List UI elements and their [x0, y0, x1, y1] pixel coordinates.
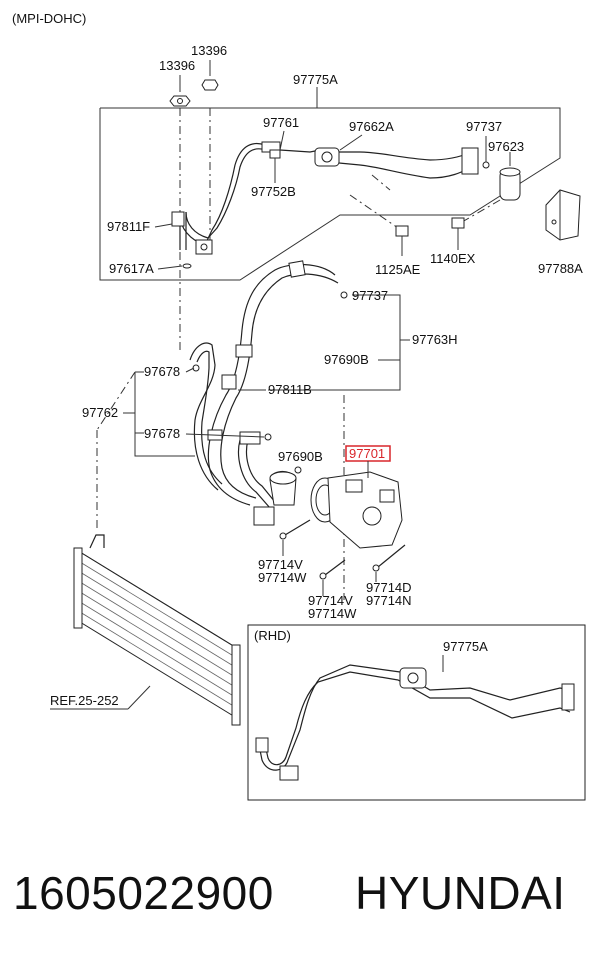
- label-97662A: 97662A: [349, 119, 394, 134]
- cover-97788A-icon: [545, 189, 581, 241]
- bolt-97714-icons: [279, 519, 406, 580]
- label-97714V-1: 97714V: [258, 557, 303, 572]
- label-13396-left: 13396: [159, 58, 195, 73]
- bolt-13396-left-icon: [169, 75, 191, 107]
- label-97714W-1: 97714W: [258, 570, 307, 585]
- part-number: 1605022900: [13, 867, 274, 919]
- oring-97737-mid-icon: [340, 291, 348, 299]
- label-97678-upper: 97678: [144, 364, 180, 379]
- top-pipe-assembly: [171, 141, 479, 269]
- label-97737-mid: 97737: [352, 288, 388, 303]
- bolt-1125AE-icon: [349, 194, 409, 256]
- oring-97737-icon: [482, 161, 490, 169]
- receiver-drier-icon: [499, 152, 521, 201]
- label-97617A: 97617A: [109, 261, 154, 276]
- footer: 1605022900 HYUNDAI: [0, 866, 600, 946]
- label-ref-25-252: REF.25-252: [50, 693, 119, 708]
- label-1125AE: 1125AE: [375, 262, 421, 277]
- bolt-13396-right-icon: [201, 60, 219, 91]
- label-97763H: 97763H: [412, 332, 458, 347]
- label-97690B-upper: 97690B: [324, 352, 369, 367]
- label-97811F: 97811F: [107, 219, 150, 234]
- top-assembly-box: [99, 87, 561, 281]
- label-1140EX: 1140EX: [430, 251, 476, 266]
- diagram-title: (MPI-DOHC): [12, 11, 86, 26]
- condenser-icon: [73, 534, 241, 726]
- label-97678-lower: 97678: [144, 426, 180, 441]
- label-97701: 97701: [349, 446, 385, 461]
- label-97752B: 97752B: [251, 184, 296, 199]
- bolt-1140EX-icon: [451, 199, 501, 250]
- label-97737-top: 97737: [466, 119, 502, 134]
- oring-97690B-icon: [294, 466, 302, 474]
- label-97811B: 97811B: [268, 382, 312, 397]
- compressor-97701-icon: [310, 471, 403, 549]
- label-97714W-2: 97714W: [308, 606, 357, 621]
- label-97775A: 97775A: [293, 72, 338, 87]
- rhd-variant-box: [247, 624, 586, 801]
- label-97775A-rhd: 97775A: [443, 639, 488, 654]
- suction-hose-assembly: [189, 260, 339, 526]
- label-97714D: 97714D: [366, 580, 412, 595]
- label-97714N: 97714N: [366, 593, 412, 608]
- label-rhd: (RHD): [254, 628, 291, 643]
- label-13396-right: 13396: [191, 43, 227, 58]
- label-97690B-lower: 97690B: [278, 449, 323, 464]
- oil-filler-icon: [269, 471, 297, 506]
- label-97714V-2: 97714V: [308, 593, 353, 608]
- label-97761: 97761: [263, 115, 299, 130]
- ac-parts-diagram: (MPI-DOHC) 13396 13396 97775A: [12, 11, 586, 801]
- clip-97678-lower-icon: [264, 433, 272, 441]
- brand-name: HYUNDAI: [355, 867, 566, 919]
- label-97788A: 97788A: [538, 261, 583, 276]
- label-97623: 97623: [488, 139, 524, 154]
- label-97762: 97762: [82, 405, 118, 420]
